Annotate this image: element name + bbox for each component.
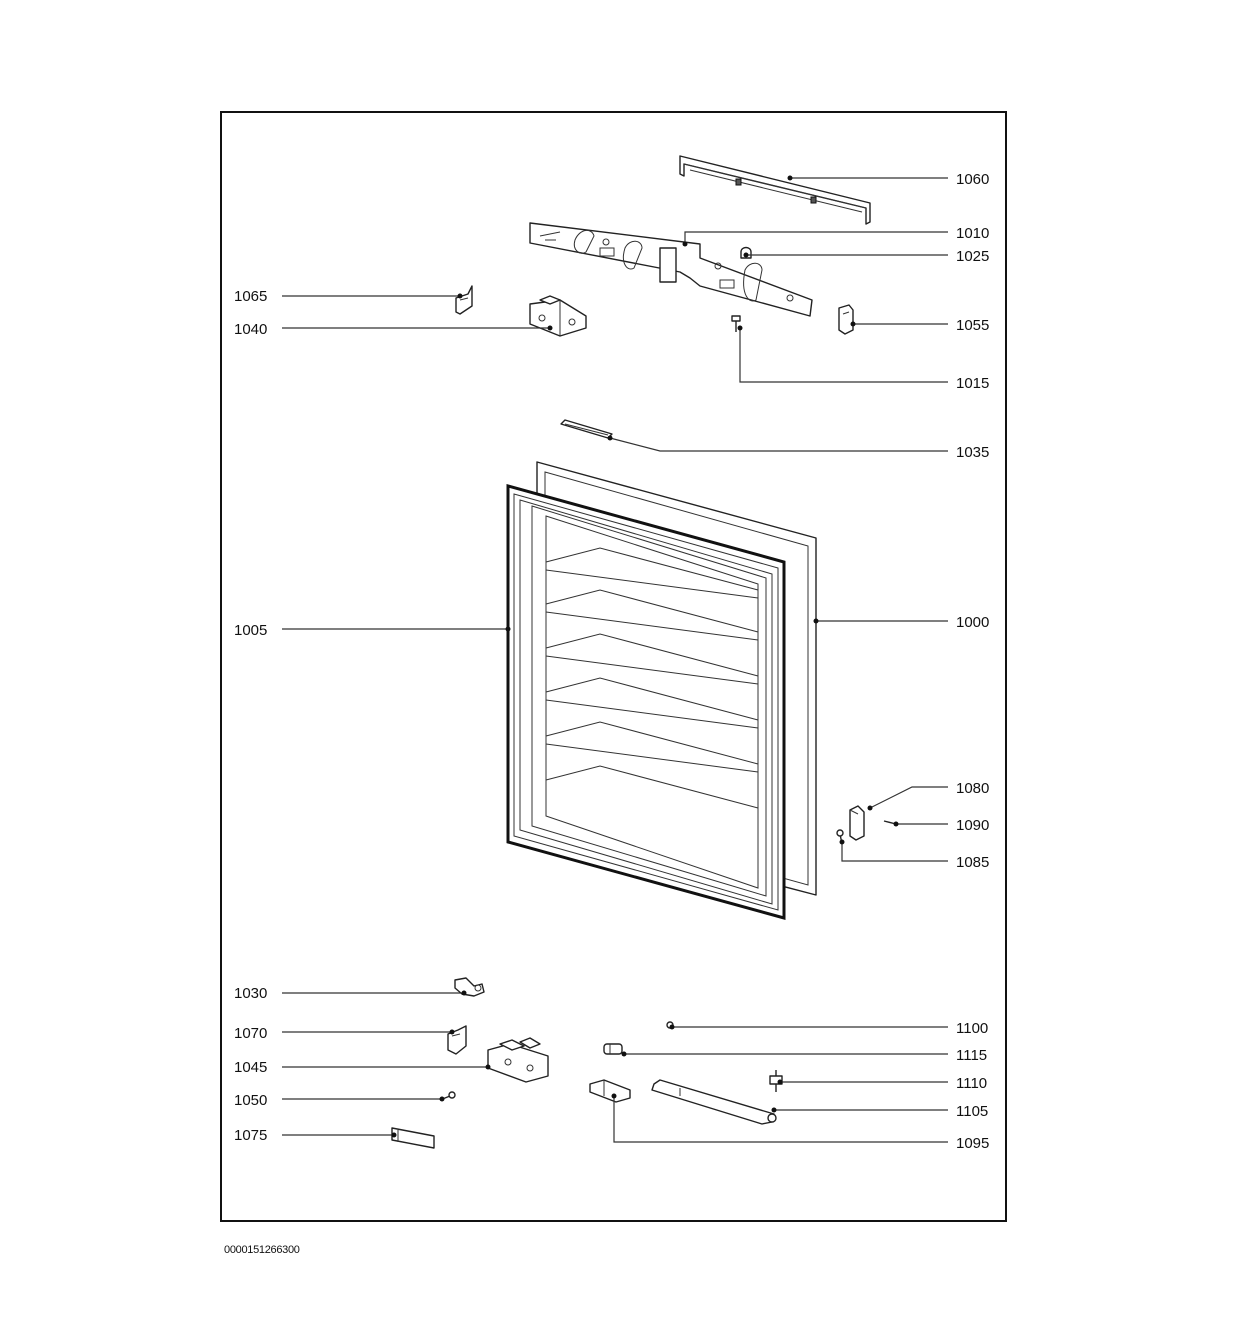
- label-1115: 1115: [956, 1047, 987, 1064]
- label-1010: 1010: [956, 225, 989, 242]
- part-1105-rod: [651, 1079, 777, 1125]
- label-1060: 1060: [956, 171, 989, 188]
- label-1055: 1055: [956, 317, 989, 334]
- label-1105: 1105: [956, 1103, 988, 1120]
- label-1080: 1080: [956, 780, 989, 797]
- label-1005: 1005: [234, 622, 267, 639]
- label-1045: 1045: [234, 1059, 267, 1076]
- label-1035: 1035: [956, 444, 989, 461]
- part-1085-screw: [836, 829, 844, 845]
- part-1060-top-trim: [679, 155, 871, 225]
- part-1115-bushing: [603, 1043, 623, 1055]
- label-1015: 1015: [956, 375, 989, 392]
- part-1055-block: [838, 304, 854, 335]
- part-1075-cover-plate: [391, 1127, 435, 1149]
- part-1035-strip: [560, 419, 613, 439]
- part-labels: 1060 1010 1025 1055 1015 1035 1000 1080 …: [234, 171, 989, 1152]
- leader-lines: [282, 175, 948, 1143]
- document-id: 0000151266300: [224, 1244, 300, 1256]
- door-liner-ribs: [545, 547, 759, 809]
- part-1065-bracket: [455, 285, 473, 315]
- label-1110: 1110: [956, 1075, 987, 1092]
- label-1075: 1075: [234, 1127, 267, 1144]
- label-1090: 1090: [956, 817, 989, 834]
- diagram-frame: [220, 111, 1007, 1222]
- label-1085: 1085: [956, 854, 989, 871]
- part-1015-screw: [731, 315, 741, 332]
- label-1040: 1040: [234, 321, 267, 338]
- part-1010-hinge-plate: [529, 222, 813, 317]
- label-1000: 1000: [956, 614, 989, 631]
- label-1065: 1065: [234, 288, 267, 305]
- part-1095-damper: [589, 1079, 631, 1103]
- part-1005-door-gasket: [506, 484, 786, 920]
- part-1110-fitting: [769, 1070, 783, 1092]
- label-1095: 1095: [956, 1135, 989, 1152]
- label-1030: 1030: [234, 985, 267, 1002]
- label-1100: 1100: [956, 1020, 988, 1037]
- part-1040-hinge: [529, 295, 587, 337]
- label-1070: 1070: [234, 1025, 267, 1042]
- label-1050: 1050: [234, 1092, 267, 1109]
- part-1045-lower-hinge: [487, 1037, 549, 1083]
- part-1080-handle: [849, 805, 865, 841]
- label-1025: 1025: [956, 248, 989, 265]
